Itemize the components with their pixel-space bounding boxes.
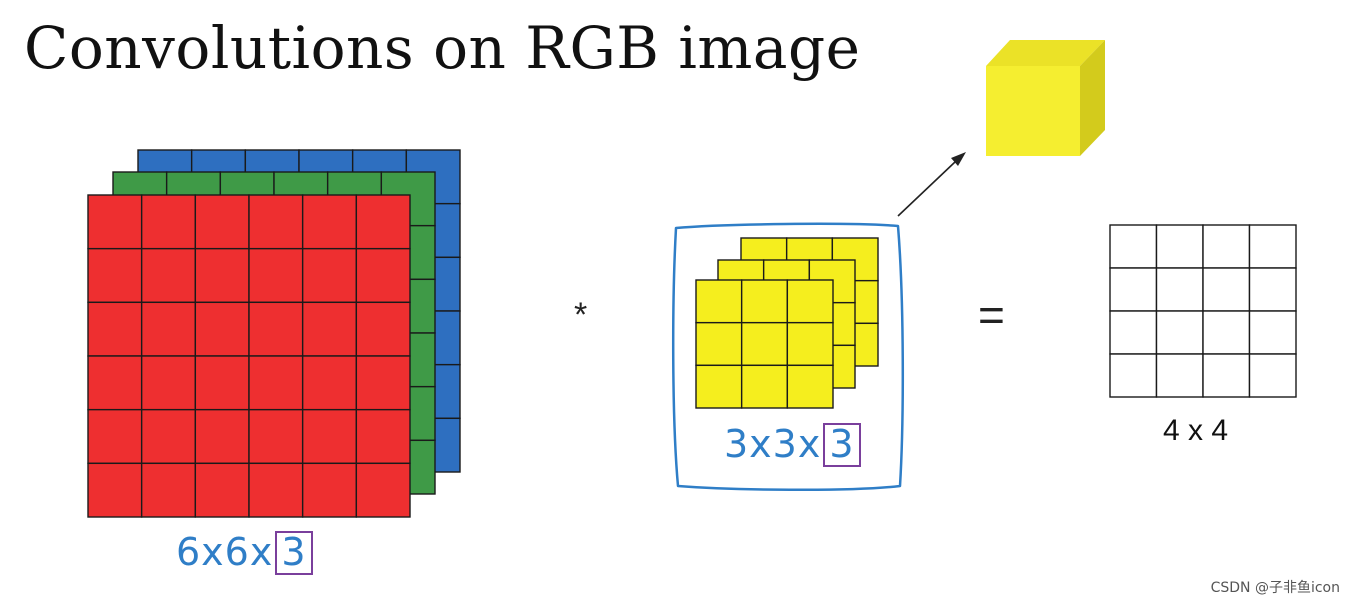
channel-layer-red-cell — [355, 462, 411, 518]
output-cell-grid-cell — [1155, 310, 1204, 355]
channel-layer-red-cell — [87, 355, 143, 411]
channel-layer-red-cell — [87, 194, 143, 250]
output-cell-grid-cell — [1109, 310, 1158, 355]
filter-layer-3-cell — [695, 364, 743, 409]
channel-layer-red-cell — [248, 462, 304, 518]
filter-channels-boxed: 3 — [823, 423, 861, 467]
filter-stack — [695, 237, 879, 409]
output-cell-grid-cell — [1109, 353, 1158, 398]
output-cell-grid-cell — [1248, 224, 1297, 269]
channel-layer-red-cell — [301, 355, 358, 411]
channel-layer-red-cell — [194, 462, 250, 518]
channel-layer-red-cell — [87, 408, 143, 465]
output-dimension-label: 4 x 4 — [1163, 414, 1229, 447]
output-grid — [1109, 224, 1297, 398]
output-cell-grid-cell — [1109, 224, 1158, 269]
output-cell-grid-cell — [1202, 310, 1251, 355]
output-cell-grid-cell — [1248, 310, 1297, 355]
channel-layer-red-cell — [355, 247, 411, 304]
output-cell-grid-cell — [1202, 353, 1251, 398]
channel-layer-red-cell — [301, 247, 358, 304]
channel-layer-red-cell — [194, 355, 250, 411]
channel-layer-red-cell — [301, 194, 358, 250]
filter-layer-3-cell — [786, 321, 834, 367]
output-cell-grid-cell — [1248, 267, 1297, 312]
cube-front-face — [986, 66, 1080, 156]
channel-layer-red-cell — [87, 301, 143, 357]
watermark: CSDN @子非鱼icon — [1210, 580, 1340, 596]
cube-top-face — [986, 40, 1105, 66]
slide-title: Convolutions on RGB image — [24, 14, 861, 82]
channel-layer-red-cell — [355, 194, 411, 250]
filter-layer-3-cell — [695, 279, 743, 324]
equals-operator: = — [978, 289, 1005, 341]
input-volume-stack — [87, 149, 461, 518]
channel-layer-red-cell — [248, 247, 304, 304]
channel-layer-red-cell — [194, 408, 250, 465]
convolution-operator: * — [574, 296, 588, 334]
filter-dimension-text: 3x3x — [724, 422, 822, 466]
channel-layer-red-cell — [248, 301, 304, 357]
output-cell-grid-cell — [1202, 224, 1251, 269]
channel-layer-red-cell — [194, 194, 250, 250]
channel-layer-red-cell — [355, 301, 411, 357]
arrow-head-icon — [951, 152, 966, 166]
channel-layer-red-cell — [248, 355, 304, 411]
output-cell-grid-cell — [1109, 267, 1158, 312]
channel-layer-red-cell — [194, 301, 250, 357]
channel-layer-red-cell — [87, 462, 143, 518]
input-dimension-text: 6x6x — [176, 530, 274, 574]
cube-side-face — [1080, 40, 1105, 156]
input-channels-boxed: 3 — [275, 531, 313, 575]
filter-cube-3d — [986, 40, 1105, 156]
filter-layer-3-cell — [695, 321, 743, 367]
channel-layer-red-cell — [87, 247, 143, 304]
arrow-shaft — [897, 161, 956, 217]
filter-highlight-outline — [671, 222, 905, 492]
channel-layer-red-cell — [140, 355, 197, 411]
filter-layer-3-cell — [740, 364, 789, 409]
channel-layer-red-cell — [140, 194, 197, 250]
output-cell-grid-cell — [1155, 353, 1204, 398]
channel-layer-red-cell — [194, 247, 250, 304]
channel-layer-red — [87, 194, 411, 518]
output-cell-grid-cell — [1248, 353, 1297, 398]
output-cell-grid-cell — [1155, 267, 1204, 312]
filter-layer-3 — [695, 279, 834, 409]
channel-layer-red-cell — [248, 408, 304, 465]
output-cell-grid-cell — [1155, 224, 1204, 269]
channel-layer-red-cell — [140, 462, 197, 518]
channel-layer-red-cell — [355, 408, 411, 465]
channel-layer-red-cell — [301, 301, 358, 357]
hand-drawn-outline — [671, 222, 905, 492]
channel-layer-red-cell — [301, 462, 358, 518]
channel-layer-red-cell — [140, 301, 197, 357]
output-cell-grid-cell — [1202, 267, 1251, 312]
channel-layer-red-cell — [140, 247, 197, 304]
channel-layer-red-cell — [140, 408, 197, 465]
filter-layer-3-cell — [786, 364, 834, 409]
filter-layer-3-cell — [786, 279, 834, 324]
output-cell-grid — [1109, 224, 1297, 398]
filter-layer-3-cell — [740, 321, 789, 367]
channel-layer-red-cell — [248, 194, 304, 250]
arrow-to-cube — [897, 152, 966, 217]
channel-layer-red-cell — [301, 408, 358, 465]
channel-layer-red-cell — [355, 355, 411, 411]
filter-layer-3-cell — [740, 279, 789, 324]
